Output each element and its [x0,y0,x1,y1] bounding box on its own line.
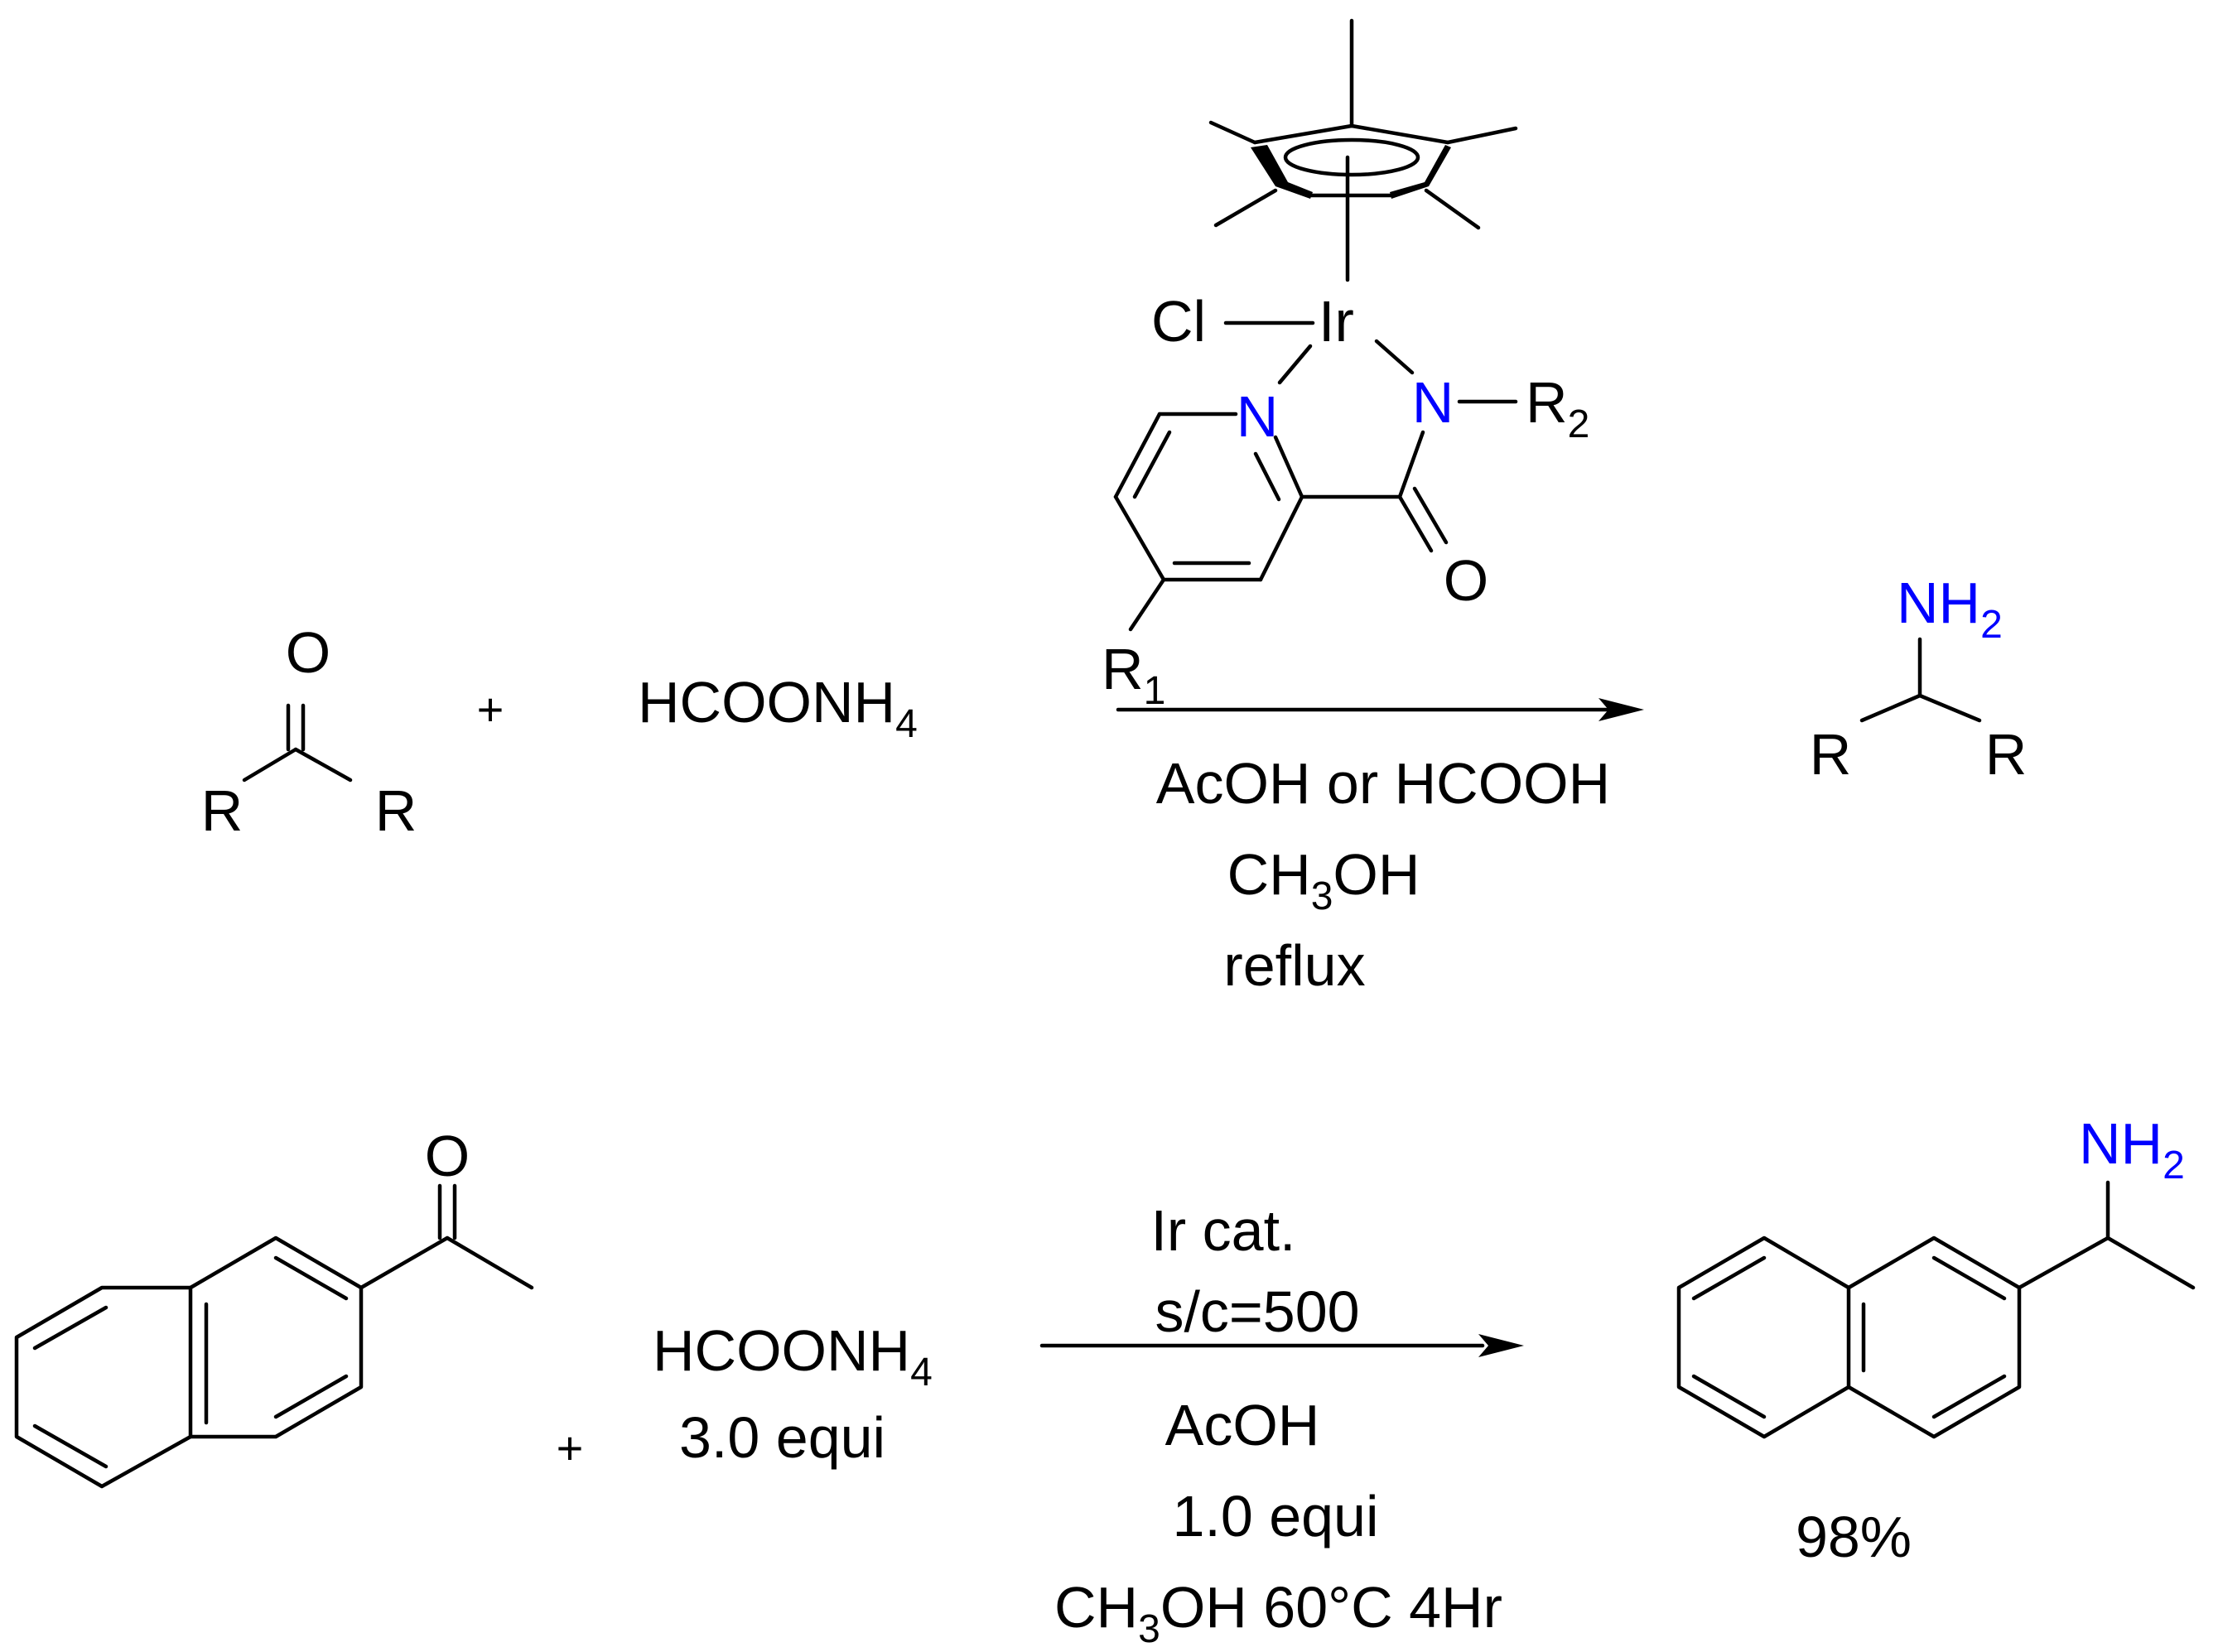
bond-carbonyl-n [1397,430,1425,499]
bond-c-r-left [242,747,298,783]
iridium-catalyst: Cl Ir N N R2 O R1 [1102,18,1589,713]
condition-reflux: reflux [1223,933,1365,998]
catalyst-label: Ir cat. [1150,1198,1295,1263]
amide-nitrogen: N [1412,370,1454,435]
cp-methyl-lower-right [1424,188,1481,230]
bond-carbonyl-o-1 [1397,494,1434,553]
cp-methyl-upper-right [1445,126,1518,145]
plus-sign-1: + [477,683,504,735]
bond-ring-carbonyl [359,1235,450,1290]
reaction-arrow-1 [1116,698,1644,721]
arrow-head-1 [1599,698,1644,721]
amine-product-generic: NH2 R R [1810,571,2028,787]
additive-equiv: 1.0 equi [1172,1484,1378,1548]
naphthalene-left-ring [14,1285,193,1489]
ring-bond-c5-c6 [1113,412,1162,499]
naphthalene-double-5 [273,1374,349,1419]
bond-ir-n-pyridine [1277,344,1313,385]
acetylnaphthalene: O [14,1124,534,1489]
acetyl-oxygen: O [425,1124,470,1188]
cp-ring-back-left [1252,123,1354,145]
bond-c-r-left-product [1859,693,1922,723]
conditions-solvent-temp-time: CH3OH 60°C 4Hr [1054,1575,1502,1651]
product-double-5 [1931,1374,2007,1419]
plus-sign-2: + [557,1422,584,1474]
product-r-right: R [1985,722,2028,787]
additive-acoh: AcOH [1165,1393,1320,1457]
product-double-1 [1691,1255,1767,1301]
substrate-catalyst-ratio: s/c=500 [1155,1279,1359,1344]
product-r-left: R [1810,722,1852,787]
condition-solvent: CH3OH [1227,842,1420,918]
bond-c-r-right [293,747,353,783]
ring-bond-c2-c3 [1258,494,1304,582]
bond-c-r-right-product [1917,693,1982,723]
product-yield: 98% [1796,1505,1912,1569]
ketone-oxygen: O [286,620,330,685]
naphthalene-right-ring [188,1235,364,1439]
cp-star-ligand [1208,18,1518,282]
bond-ring-ch [2017,1235,2110,1290]
cp-methyl-upper-left [1208,120,1257,145]
pyridine-ring [1113,412,1304,632]
bond-acetyl-methyl [445,1235,534,1290]
ring-bond-c5-c6-inner [1132,430,1172,499]
cp-methyl-lower-left [1213,188,1278,228]
product-double-2 [1691,1374,1767,1419]
naphthalene-double-1 [32,1305,108,1351]
product-amine-nh2: NH2 [1897,571,2003,647]
cp-ring-aromatic [1283,137,1420,177]
reaction-arrow-2 [1039,1334,1524,1357]
bond-carbonyl-o-2 [1412,486,1449,545]
cp-ring-back-right [1349,123,1450,145]
carbonyl-oxygen: O [1444,548,1488,613]
ketone-r-left: R [201,778,244,843]
arrow-head-2 [1478,1334,1524,1357]
cp-ring-right-wedge [1390,145,1451,199]
product-left-ring [1676,1235,1851,1439]
product-amine-nh2-2: NH2 [2079,1111,2185,1187]
product-double-4 [1931,1255,2007,1301]
naphthalene-double-4 [273,1255,349,1301]
ketone-r-right: R [375,778,417,843]
bond-ch-methyl [2105,1235,2196,1290]
bond-c4-r1 [1128,577,1166,632]
ammonium-formate-2: HCOONH4 [653,1318,933,1394]
ammonium-formate-1: HCOONH4 [638,670,918,746]
bond-ir-n-amide [1374,339,1415,375]
ketone-generic: O R R [201,620,417,843]
substituent-r1: R1 [1102,637,1165,713]
ring-bond-c4-c5 [1113,494,1166,582]
cp-ring-left-wedge [1251,145,1313,199]
naphthalene-double-2 [32,1423,108,1469]
ring-bond-n-c2-inner [1253,451,1281,502]
naphthylethylamine: NH2 [1676,1111,2196,1439]
pyridine-nitrogen: N [1237,384,1279,449]
catalyst-chlorine: Cl [1151,289,1206,354]
ring-bond-n-c2 [1273,435,1304,499]
substituent-r2: R2 [1526,370,1589,446]
catalyst-iridium: Ir [1319,289,1354,354]
product-right-ring [1846,1235,2022,1439]
condition-acid: AcOH or HCOOH [1156,751,1610,816]
ammonium-formate-equiv: 3.0 equi [679,1405,885,1470]
